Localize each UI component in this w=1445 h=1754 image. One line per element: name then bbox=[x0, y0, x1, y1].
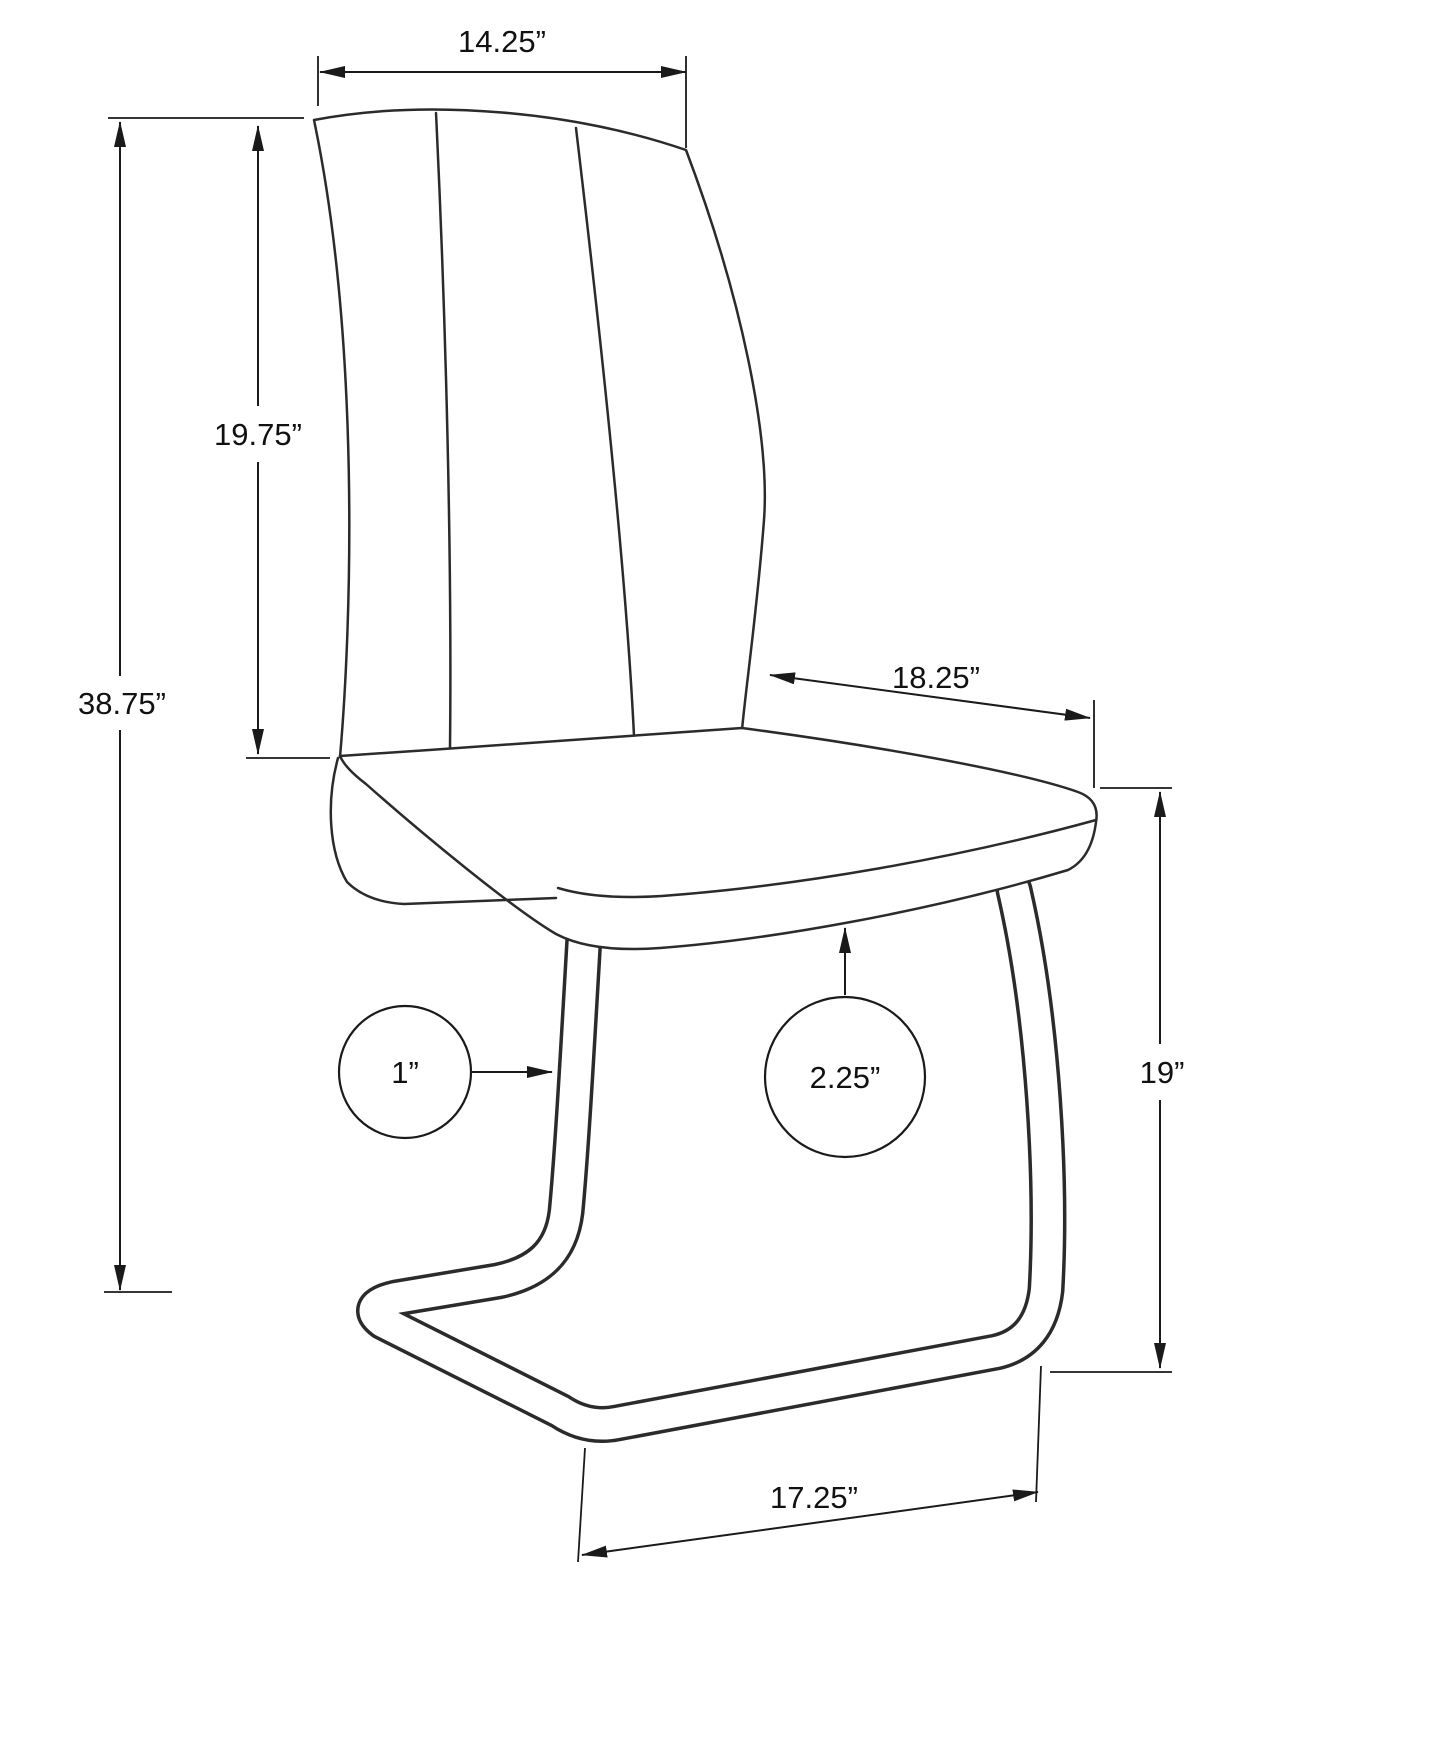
chair-drawing bbox=[312, 108, 1098, 1443]
chair-side-panel-edge bbox=[329, 756, 558, 906]
chair-backrest-seam-right bbox=[574, 126, 636, 738]
chair-base-tube-core bbox=[359, 875, 1063, 1440]
chair-base-tube-outline bbox=[356, 871, 1067, 1443]
dim-ext-line bbox=[1035, 1365, 1042, 1503]
dim-seat-depth: 18.25” bbox=[769, 660, 1095, 788]
dim-base-depth: 17.25” bbox=[577, 1365, 1042, 1563]
dim-label-seat-thickness: 2.25” bbox=[810, 1060, 881, 1095]
dim-seat-height: 19” bbox=[1050, 787, 1185, 1373]
chair-seat bbox=[338, 726, 1098, 951]
dim-label-backrest-height: 19.75” bbox=[214, 417, 302, 452]
dim-label-tube-diameter: 1” bbox=[391, 1055, 419, 1090]
dim-ext-line bbox=[577, 1447, 586, 1563]
dim-label-base-depth: 17.25” bbox=[770, 1480, 858, 1515]
chair-seat-front-crease bbox=[556, 818, 1098, 899]
dim-arrow-line bbox=[769, 672, 1091, 721]
dim-label-overall-height: 38.75” bbox=[78, 686, 166, 721]
dim-backrest-width: 14.25” bbox=[317, 24, 687, 148]
dim-overall-height: 38.75” bbox=[78, 117, 304, 1293]
dim-label-seat-height: 19” bbox=[1140, 1055, 1185, 1090]
dim-label-seat-depth: 18.25” bbox=[892, 660, 980, 695]
dim-callout-circle bbox=[763, 995, 927, 1159]
dim-backrest-height: 19.75” bbox=[214, 125, 330, 759]
chair-backrest bbox=[312, 108, 767, 759]
dim-label-backrest-width: 14.25” bbox=[458, 24, 546, 59]
dim-tube-diameter: 1” bbox=[337, 1004, 553, 1140]
dim-arrow-line bbox=[581, 1489, 1039, 1558]
dim-seat-thickness: 2.25” bbox=[763, 927, 927, 1159]
chair-backrest-seam-left bbox=[434, 111, 452, 750]
